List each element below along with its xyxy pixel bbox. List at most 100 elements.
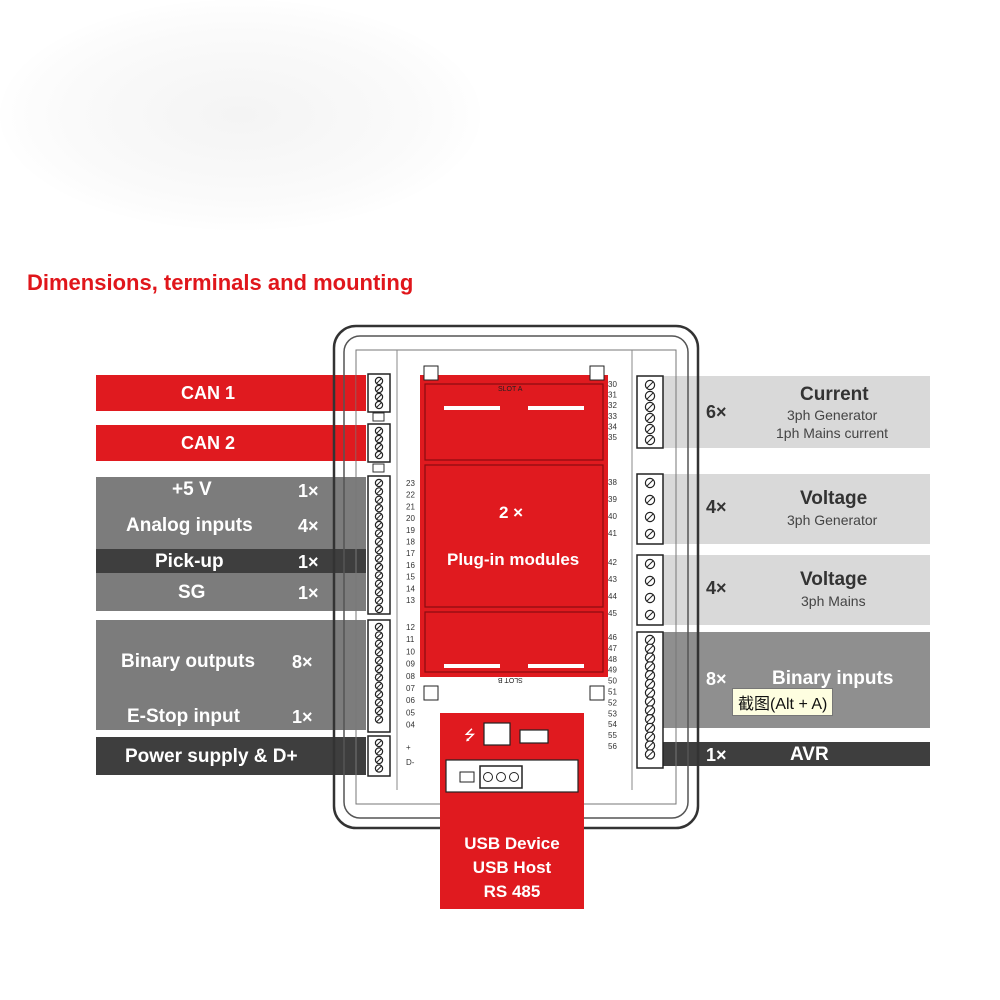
terminal-number: 16 — [406, 561, 415, 570]
screw-slot — [376, 572, 382, 579]
terminal-number: 33 — [608, 412, 617, 421]
terminal-number: 49 — [608, 666, 617, 675]
terminal-number: 13 — [406, 596, 415, 605]
screw-slot — [646, 662, 654, 670]
plugin-count: 2 × — [499, 503, 524, 522]
slot-b-frame — [424, 611, 604, 673]
terminal-number: 42 — [608, 558, 617, 567]
analog-label: Analog inputs — [126, 515, 253, 536]
voltage-gen-sub: 3ph Generator — [787, 512, 878, 528]
screw-slot — [646, 530, 654, 538]
voltage-gen-label: Voltage — [800, 488, 868, 509]
terminal-number: 10 — [406, 647, 415, 656]
pickup-label: Pick-up — [155, 551, 224, 572]
terminal-number: 15 — [406, 573, 415, 582]
voltage-mains-band — [660, 555, 930, 625]
terminal-number: 56 — [608, 742, 617, 751]
voltage-mains-sub: 3ph Mains — [801, 593, 866, 609]
screw-slot — [376, 624, 382, 630]
screw-slot — [646, 689, 654, 697]
terminal-number: 11 — [406, 635, 415, 644]
terminal-number: 38 — [608, 478, 617, 487]
terminal-number: 39 — [608, 495, 617, 504]
can2-label: CAN 2 — [181, 433, 236, 453]
screw-slot — [376, 649, 382, 656]
screw-slot — [646, 560, 654, 568]
screw-slot — [646, 513, 654, 521]
terminal-number: 53 — [608, 709, 617, 718]
terminal-number: 55 — [608, 731, 617, 740]
screw-slot — [646, 577, 654, 585]
screw-slot — [646, 680, 654, 688]
screw-slot — [646, 750, 654, 758]
current-band — [660, 376, 930, 448]
terminal-number: 46 — [608, 633, 617, 642]
plugin-label: Plug-in modules — [447, 550, 580, 569]
screw-slot — [376, 488, 382, 495]
screw-slot — [376, 444, 382, 450]
screw-slot — [646, 414, 654, 422]
voltage-mains-count: 4× — [706, 578, 727, 598]
terminal-number: 22 — [406, 491, 415, 500]
terminal-number: + — [406, 743, 411, 752]
current-label: Current — [800, 384, 869, 405]
screw-slot — [376, 716, 382, 723]
terminal-number: 06 — [406, 696, 415, 705]
screw-slot — [646, 436, 654, 444]
screw-slot — [376, 538, 382, 545]
screw-slot — [646, 742, 654, 750]
screw-slot — [646, 496, 654, 504]
screw-slot — [376, 402, 382, 408]
screw-slot — [646, 479, 654, 487]
screw-slot — [376, 428, 382, 434]
screw-slot — [646, 636, 654, 644]
analog-band — [96, 477, 366, 549]
screw-slot — [376, 522, 382, 528]
plus5v-label: +5 V — [172, 479, 212, 500]
screw-slot — [646, 425, 654, 433]
screw-slot — [376, 555, 382, 562]
terminal-number: 30 — [608, 380, 617, 389]
terminal-number: 17 — [406, 549, 415, 558]
voltage-mains-label: Voltage — [800, 569, 868, 590]
usb-rs485-area — [440, 713, 584, 909]
screw-slot — [376, 564, 382, 570]
terminal-number: 07 — [406, 684, 415, 693]
voltage-gen-band — [660, 474, 930, 544]
screw-slot — [376, 748, 382, 755]
binin-count: 8× — [706, 669, 727, 689]
terminal-number: 23 — [406, 479, 415, 488]
sg-band — [96, 573, 366, 611]
screw-slot — [376, 589, 382, 596]
screw-slot — [376, 505, 382, 512]
can1-band — [96, 375, 366, 411]
terminal-number: 18 — [406, 538, 415, 547]
screw-slot — [376, 394, 382, 400]
usb-host-label: USB Host — [472, 858, 552, 877]
slot-a-frame — [424, 383, 604, 461]
screw-slot — [646, 706, 654, 714]
screw-slot — [376, 530, 382, 537]
sg-count: 1× — [298, 583, 319, 603]
screw-slot — [376, 691, 382, 698]
usb-device-port — [483, 722, 511, 746]
screw-slot — [376, 452, 382, 458]
screw-slot — [376, 708, 382, 714]
estop-label: E-Stop input — [127, 706, 240, 727]
current-sub1: 3ph Generator — [787, 407, 878, 423]
slot-b-label: SLOT B — [498, 676, 523, 683]
terminal-number: 32 — [608, 401, 617, 410]
terminal-number: 44 — [608, 592, 617, 601]
screw-slot — [376, 674, 382, 681]
avr-label: AVR — [790, 744, 829, 765]
terminal-number: 21 — [406, 502, 415, 511]
screw-slot — [646, 724, 654, 732]
avr-count: 1× — [706, 745, 727, 765]
screw-slot — [376, 657, 382, 664]
terminal-number: 14 — [406, 584, 415, 593]
screw-slot — [376, 513, 382, 520]
terminal-number: 47 — [608, 644, 617, 653]
terminal-number: 05 — [406, 708, 415, 717]
terminal-number: 09 — [406, 660, 415, 669]
